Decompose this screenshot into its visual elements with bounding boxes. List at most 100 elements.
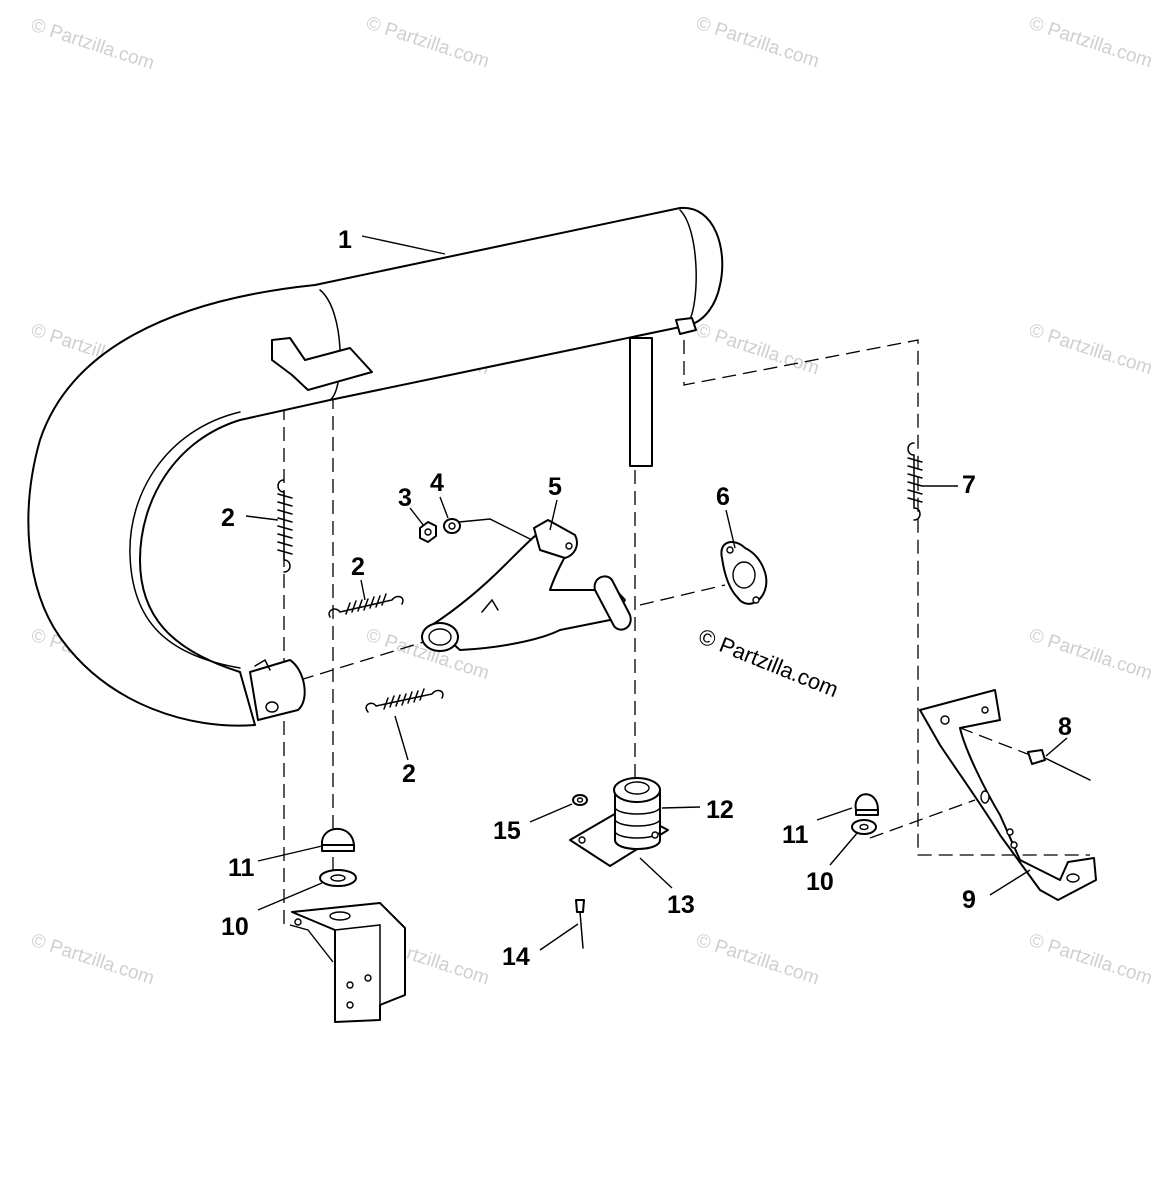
pipe-outlet-collar	[249, 659, 306, 721]
pipe-inner-line	[129, 411, 241, 669]
left-bracket-hole	[329, 911, 351, 921]
exhaust-manifold	[421, 519, 632, 652]
watermark: © Partzilla.com	[1026, 930, 1154, 990]
center-mount-assembly	[569, 777, 669, 949]
manifold-inlet-bore	[428, 628, 452, 646]
assembly-line	[299, 639, 431, 681]
partzilla-watermark: © Partzilla.com	[695, 623, 842, 702]
callout-1-label: 1	[338, 226, 352, 254]
assembly-line	[683, 339, 1090, 856]
callout-11-label: 11	[782, 821, 809, 849]
callout-2-label: 2	[402, 760, 416, 788]
right-bracket-hole	[1010, 841, 1018, 849]
leader-line	[439, 496, 449, 519]
gasket-bore	[732, 561, 756, 589]
leader-line	[289, 924, 334, 963]
leader-line	[409, 507, 425, 527]
watermark: © Partzilla.com	[693, 320, 821, 380]
left-bracket-hole	[346, 1001, 354, 1009]
grommet-washer-hole-right	[859, 823, 869, 831]
nut-and-washer	[419, 518, 461, 543]
muffler	[27, 206, 724, 727]
manifold-rib	[481, 598, 499, 613]
exhaust-spring-lower	[365, 688, 444, 713]
nut-hole	[424, 528, 432, 536]
callout-15-label: 15	[493, 817, 521, 845]
exhaust-spring-vertical	[277, 479, 293, 573]
left-bracket-fold	[334, 924, 381, 1006]
leader-line	[394, 715, 409, 761]
rubber-grommet	[320, 827, 355, 846]
right-bracket-slot	[980, 790, 990, 804]
callout-2-label: 2	[351, 553, 365, 581]
leader-line	[1045, 737, 1068, 757]
watermark: © Partzilla.com	[28, 930, 156, 990]
grommet-base-right	[855, 809, 879, 816]
callout-12-label: 12	[706, 796, 734, 824]
callout-10-label: 10	[806, 868, 834, 896]
leader-line	[257, 845, 323, 862]
right-bracket-hole	[1006, 828, 1014, 836]
manifold-flange-upper	[533, 519, 578, 559]
muffler-spring-tab	[675, 317, 697, 335]
leader-line	[257, 882, 323, 911]
spring-hook-tab	[254, 658, 271, 671]
exhaust-gasket	[720, 541, 768, 605]
leader-line	[725, 509, 736, 549]
muffler-end-cap	[679, 209, 697, 324]
right-mount-assembly	[851, 689, 1097, 901]
assembly-line	[639, 584, 726, 606]
leader-line	[639, 857, 673, 889]
left-bracket-hole	[346, 981, 354, 989]
washer-hole	[448, 522, 456, 530]
callout-8-label: 8	[1058, 713, 1072, 741]
rivet-shank	[579, 911, 584, 949]
callout-2-label: 2	[221, 504, 235, 532]
grommet-washer-hole	[330, 874, 346, 882]
callout-5-label: 5	[548, 473, 562, 501]
callout-4-label: 4	[430, 469, 444, 497]
assembly-line	[869, 799, 976, 839]
watermark: © Partzilla.com	[693, 13, 821, 73]
leader-line	[458, 518, 533, 541]
left-mount-assembly	[291, 827, 406, 1023]
gasket-hole	[726, 546, 734, 554]
muffler-seam	[319, 289, 341, 401]
leader-line	[245, 515, 279, 521]
isolator-bore	[624, 781, 650, 795]
leader-line	[539, 923, 579, 951]
muffler-body	[27, 206, 724, 727]
right-bracket-hole	[940, 715, 950, 725]
gasket-hole	[752, 596, 760, 604]
callout-6-label: 6	[716, 483, 730, 511]
leader-line	[989, 869, 1031, 896]
callout-3-label: 3	[398, 484, 412, 512]
callout-10-label: 10	[221, 913, 249, 941]
rivet-head	[575, 899, 585, 913]
callout-11-label: 11	[228, 854, 255, 882]
leader-line	[529, 803, 573, 823]
left-bracket-hole	[294, 918, 302, 926]
watermark: © Partzilla.com	[1026, 320, 1154, 380]
cable-fitting	[1027, 749, 1046, 765]
callout-labels: 1 2 2 2 3 4 5 6 7 8 9 10 10 11 11 12 13 …	[221, 226, 1072, 971]
watermark: © Partzilla.com	[693, 930, 821, 990]
leader-lines	[245, 235, 1068, 963]
callout-9-label: 9	[962, 886, 976, 914]
watermark: © Partzilla.com	[1026, 625, 1154, 685]
leader-line	[361, 235, 446, 255]
callout-13-label: 13	[667, 891, 695, 919]
grommet-base	[321, 844, 355, 852]
manifold-flange-lower	[593, 575, 632, 631]
muffler-mount-bracket	[271, 337, 373, 391]
watermark: © Partzilla.com	[363, 13, 491, 73]
leader-line	[816, 807, 853, 821]
callout-7-label: 7	[962, 471, 976, 499]
left-bracket-hole	[364, 974, 372, 982]
flange-bolt-hole	[565, 542, 573, 550]
watermark: © Partzilla.com	[1026, 13, 1154, 73]
leader-line	[661, 806, 701, 809]
leader-line	[360, 579, 366, 601]
pipe-outlet-hole	[265, 701, 279, 713]
